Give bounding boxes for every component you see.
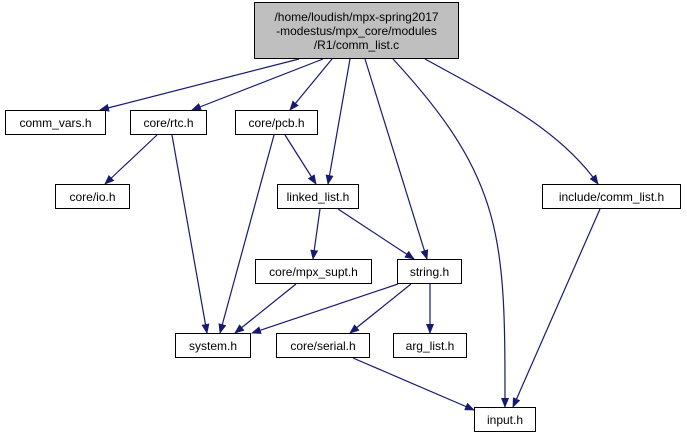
edge-comm_list_h-to-input: [512, 208, 601, 408]
node-core-pcb-h[interactable]: core/pcb.h: [235, 110, 318, 135]
node-label: arg_list.h: [405, 338, 455, 353]
edge-root-to-rtc: [191, 58, 324, 111]
node-include-comm-list-h[interactable]: include/comm_list.h: [542, 184, 681, 209]
edge-root-to-string: [364, 58, 429, 260]
edge-linked_list-to-string: [337, 208, 415, 260]
node-input-h[interactable]: input.h: [474, 407, 536, 432]
root-file-node: /home/loudish/mpx-spring2017 -modestus/m…: [254, 2, 459, 59]
edge-mpx_supt-to-system: [234, 283, 297, 334]
node-label: linked_list.h: [286, 189, 350, 204]
node-label: core/io.h: [69, 189, 116, 204]
node-core-io-h[interactable]: core/io.h: [55, 184, 130, 209]
node-label: include/comm_list.h: [558, 189, 665, 204]
edge-root-to-comm_list_h: [424, 58, 599, 185]
node-label: core/pcb.h: [248, 115, 305, 130]
edge-pcb-to-system: [218, 134, 275, 334]
edge-root-to-linked_list: [325, 58, 351, 185]
node-label: core/rtc.h: [143, 115, 194, 130]
edge-root-to-comm_vars: [99, 58, 300, 112]
edge-pcb-to-linked_list: [284, 134, 317, 185]
edge-string-to-system: [251, 283, 399, 334]
edge-rtc-to-io: [104, 134, 158, 185]
node-string-h[interactable]: string.h: [397, 259, 462, 284]
node-arg-list-h[interactable]: arg_list.h: [393, 333, 467, 358]
node-label: comm_vars.h: [19, 115, 92, 130]
node-core-mpx-supt-h[interactable]: core/mpx_supt.h: [255, 259, 372, 284]
node-core-serial-h[interactable]: core/serial.h: [276, 333, 370, 358]
root-file-path-line-2: -modestus/mpx_core/modules: [276, 23, 437, 38]
node-label: input.h: [486, 412, 524, 427]
edge-root-to-pcb: [289, 58, 333, 111]
node-label: core/serial.h: [290, 338, 356, 353]
node-linked-list-h[interactable]: linked_list.h: [277, 184, 359, 209]
node-system-h[interactable]: system.h: [175, 333, 251, 358]
node-label: core/mpx_supt.h: [269, 264, 358, 279]
edge-string-to-serial: [349, 283, 412, 334]
edge-serial-to-input: [352, 357, 475, 411]
node-core-rtc-h[interactable]: core/rtc.h: [130, 110, 207, 135]
edge-linked_list-to-mpx_supt: [310, 208, 321, 260]
edge-rtc-to-system: [171, 134, 210, 334]
edge-root-to-input: [392, 58, 509, 408]
node-comm-vars-h[interactable]: comm_vars.h: [5, 110, 106, 135]
node-label: string.h: [409, 264, 450, 279]
node-label: system.h: [188, 338, 237, 353]
root-file-path-line-1: /home/loudish/mpx-spring2017: [274, 9, 439, 24]
root-file-path-line-3: /R1/comm_list.c: [313, 37, 400, 52]
